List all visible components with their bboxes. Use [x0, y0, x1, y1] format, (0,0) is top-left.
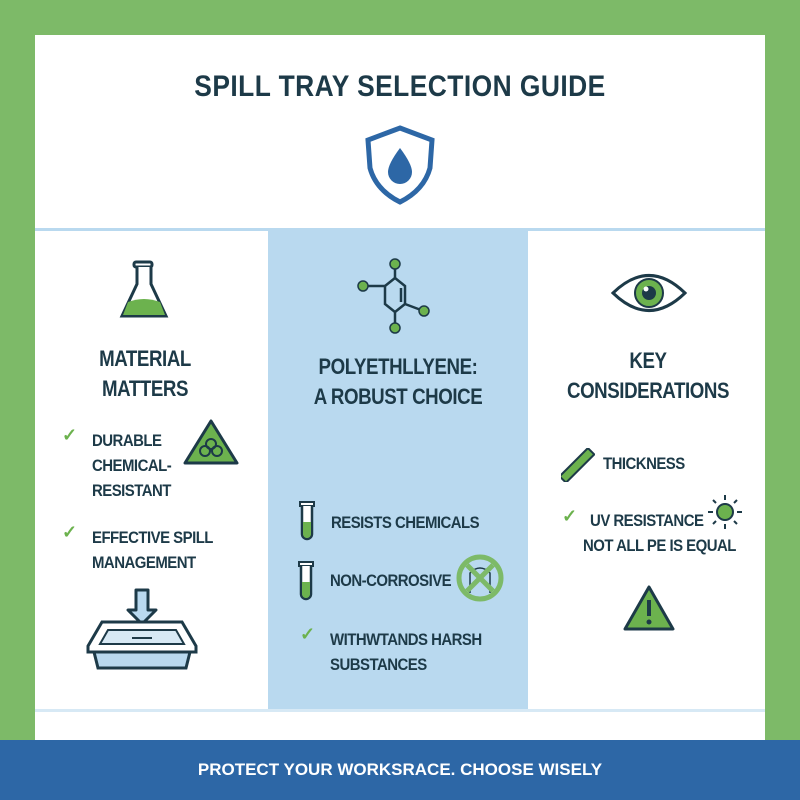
flask-icon — [119, 260, 169, 318]
spill-tray-icon — [86, 588, 198, 670]
check-icon: ✓ — [62, 522, 78, 542]
check-icon: ✓ — [62, 425, 78, 445]
heading-line: CONSIDERATIONS — [566, 378, 730, 403]
item-line: RESISTANT — [92, 481, 171, 500]
item-line: DURABLE — [92, 431, 162, 450]
list-item: THICKNESS — [603, 454, 685, 473]
heading-line: POLYETHLLYENE: — [318, 354, 478, 379]
test-tube-icon — [298, 561, 314, 601]
warning-icon — [623, 585, 675, 631]
list-item: NON-CORROSIVE — [330, 571, 452, 590]
no-corrosion-icon — [456, 554, 504, 602]
heading-material-matters: MATERIAL MATTERS — [60, 344, 230, 404]
list-item: EFFECTIVE SPILL MANAGEMENT — [92, 525, 213, 575]
item-line: NOT ALL PE IS EQUAL — [583, 536, 736, 555]
header-divider — [35, 228, 765, 231]
item-line: CHEMICAL- — [92, 456, 172, 475]
check-icon: ✓ — [562, 506, 578, 526]
heading-polyethylene: POLYETHLLYENE: A ROBUST CHOICE — [296, 352, 500, 412]
page-title: SPILL TRAY SELECTION GUIDE — [194, 70, 606, 103]
item-line: WITHWTANDS HARSH — [330, 630, 482, 649]
heading-line: A ROBUST CHOICE — [313, 384, 483, 409]
bottom-divider — [35, 709, 765, 712]
check-icon: ✓ — [300, 624, 316, 644]
item-line: SUBSTANCES — [330, 655, 427, 674]
heading-line: MATTERS — [101, 376, 189, 401]
footer-text: PROTECT YOUR WORKSRACE. CHOOSE WISELY — [197, 760, 603, 779]
ruler-icon — [561, 448, 595, 482]
item-line: UV RESISTANCE — [590, 511, 704, 530]
heading-line: MATERIAL — [99, 346, 191, 371]
molecule-icon — [357, 258, 430, 334]
test-tube-icon — [299, 501, 315, 541]
item-line: MANAGEMENT — [92, 553, 196, 572]
sun-icon — [708, 495, 742, 529]
list-item: WITHWTANDS HARSH SUBSTANCES — [330, 627, 482, 677]
eye-icon — [610, 274, 688, 312]
footer-banner: PROTECT YOUR WORKSRACE. CHOOSE WISELY — [0, 740, 800, 800]
heading-key-considerations: KEY CONSIDERATIONS — [555, 346, 742, 406]
item-line: EFFECTIVE SPILL — [92, 528, 213, 547]
list-item: RESISTS CHEMICALS — [331, 513, 480, 532]
biohazard-icon — [183, 419, 239, 465]
heading-line: KEY — [629, 348, 667, 373]
shield-drop-icon — [365, 125, 435, 205]
list-item: UV RESISTANCE NOT ALL PE IS EQUAL — [583, 508, 736, 558]
list-item: DURABLE CHEMICAL- RESISTANT — [92, 428, 172, 503]
